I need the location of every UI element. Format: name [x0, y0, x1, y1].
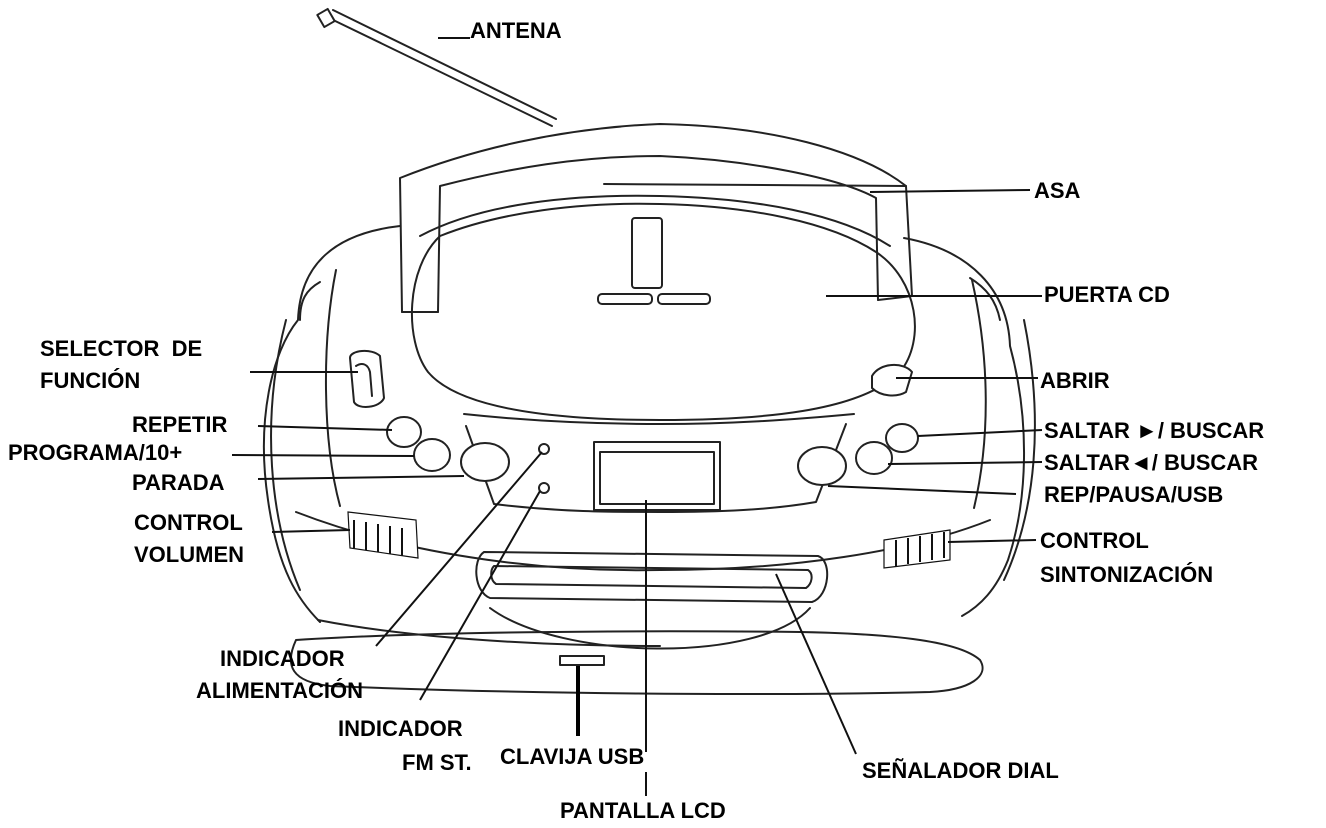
label-repetir: REPETIR — [132, 412, 227, 437]
label-indicador-alimentacion-line1: INDICADOR — [220, 646, 345, 671]
function-selector-knob — [350, 351, 384, 407]
label-pantalla-lcd: PANTALLA LCD — [560, 798, 726, 823]
label-antena: ANTENA — [470, 18, 562, 43]
label-control-volumen-line1: CONTROL — [134, 510, 243, 535]
label-saltar-back: SALTAR◄/ BUSCAR — [1044, 450, 1258, 475]
buttons-right — [798, 424, 918, 485]
label-control-sintonizacion-line1: CONTROL — [1040, 528, 1149, 553]
label-programa: PROGRAMA/10+ — [8, 440, 182, 465]
open-button — [872, 365, 912, 396]
label-indicador-fm-line2: FM ST. — [402, 750, 472, 775]
dial-window — [476, 552, 827, 602]
cd-door — [412, 196, 915, 420]
control-panel — [464, 414, 854, 512]
tuning-wheel — [884, 530, 950, 568]
label-senalador-dial: SEÑALADOR DIAL — [862, 758, 1059, 783]
label-indicador-fm-line1: INDICADOR — [338, 716, 463, 741]
label-clavija-usb: CLAVIJA USB — [500, 744, 644, 769]
label-parada: PARADA — [132, 470, 225, 495]
label-abrir: ABRIR — [1040, 368, 1110, 393]
label-puerta-cd: PUERTA CD — [1044, 282, 1170, 307]
base — [291, 631, 983, 694]
label-asa: ASA — [1034, 178, 1081, 203]
label-selector-line1: SELECTOR DE — [40, 336, 202, 361]
label-control-sintonizacion-line2: SINTONIZACIÓN — [1040, 562, 1213, 587]
label-rep-pausa-usb: REP/PAUSA/USB — [1044, 482, 1223, 507]
label-control-volumen-line2: VOLUMEN — [134, 542, 244, 567]
volume-wheel — [348, 512, 418, 558]
label-saltar-forward: SALTAR ►/ BUSCAR — [1044, 418, 1264, 443]
label-indicador-alimentacion-line2: ALIMENTACIÓN — [196, 678, 363, 703]
label-selector-line2: FUNCIÓN — [40, 368, 140, 393]
